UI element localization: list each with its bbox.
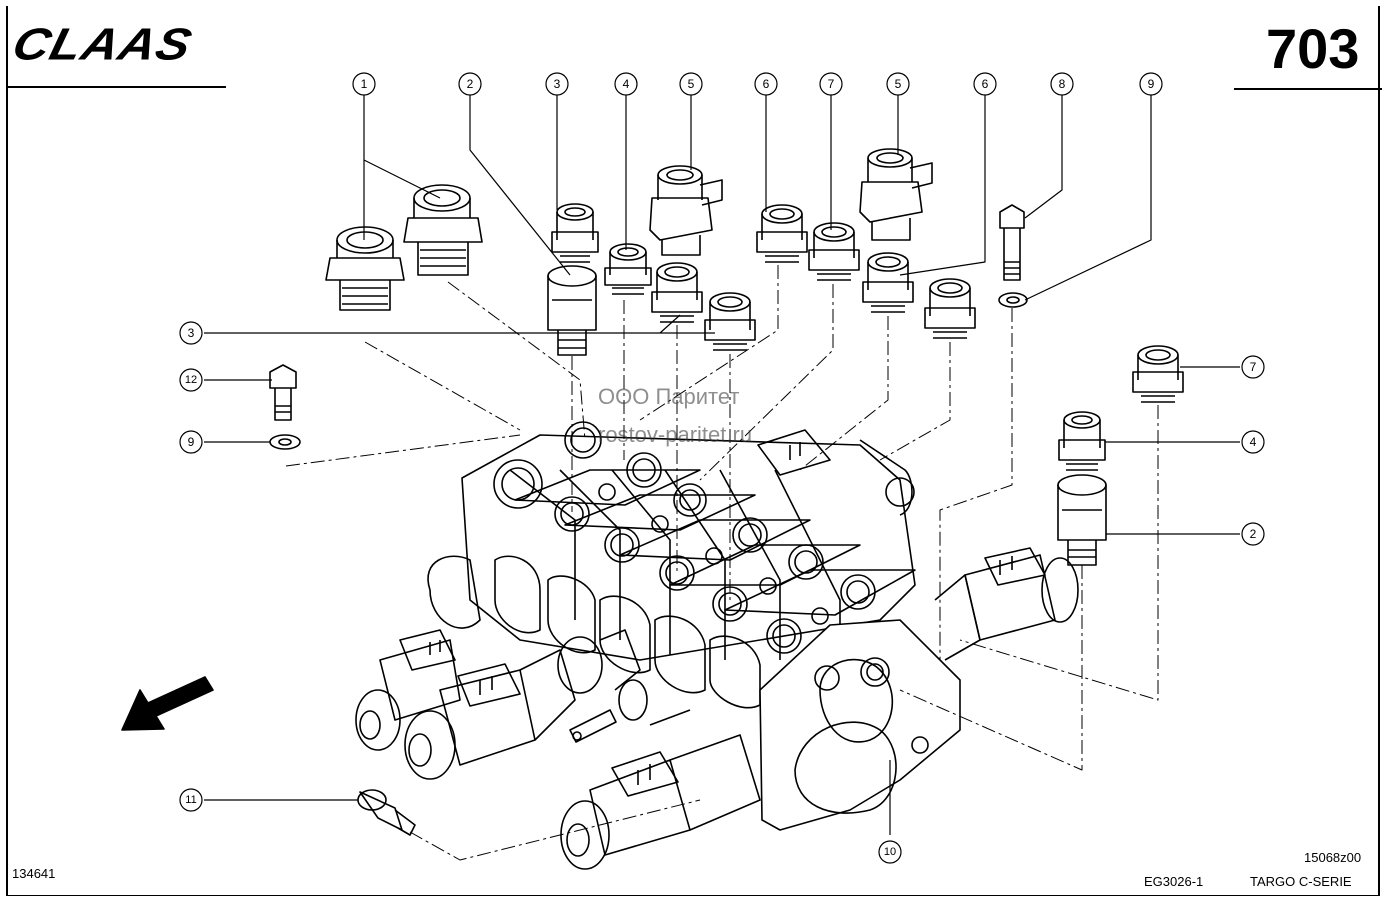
fitting-1b [403, 184, 483, 276]
cap-11 [357, 789, 416, 836]
assembly-lines [285, 265, 1159, 861]
callout-circles [179, 72, 1265, 864]
fitting-6a [756, 204, 808, 263]
callout-9-left: 9 [188, 435, 195, 449]
fitting-5b [859, 148, 933, 241]
fitting-7b [1132, 345, 1184, 403]
callout-6b: 6 [982, 77, 989, 91]
callout-4-right: 4 [1250, 435, 1257, 449]
fitting-2r [1057, 474, 1107, 566]
solenoid-right [757, 429, 1079, 661]
watermark-site: rostov-paritet.ru [598, 422, 753, 447]
figure-code: 15068z00 [1304, 850, 1362, 865]
manual-lever [557, 629, 691, 743]
callout-3: 3 [554, 77, 561, 91]
brand-rule [8, 86, 226, 88]
fitting-3c [704, 292, 756, 351]
callout-12: 12 [185, 374, 197, 386]
callout-6a: 6 [763, 77, 770, 91]
callout-7-right: 7 [1250, 360, 1257, 374]
callout-8: 8 [1059, 77, 1066, 91]
watermark-company: ООО Паритет [598, 384, 740, 409]
series-label: TARGO C-SERIE [1250, 874, 1352, 889]
fitting-4r [1058, 411, 1106, 471]
solenoid-left-a [355, 629, 461, 751]
washer-9 [998, 292, 1028, 308]
washer-9-left [269, 434, 301, 450]
bolt-8 [999, 204, 1025, 281]
fitting-5a [649, 165, 723, 256]
callout-9: 9 [1148, 77, 1155, 91]
callout-5a: 5 [688, 77, 695, 91]
callout-1: 1 [361, 77, 368, 91]
bolt-12 [269, 364, 297, 421]
page-number-rule [1234, 88, 1382, 90]
solenoid-left-b [404, 649, 576, 780]
fitting-4 [604, 243, 652, 295]
fitting-1a [325, 226, 405, 311]
callout-10: 10 [884, 846, 896, 858]
drawing-code: EG3026-1 [1144, 874, 1204, 889]
callout-5b: 5 [895, 77, 902, 91]
callout-3-left: 3 [188, 326, 195, 340]
callout-11: 11 [185, 794, 196, 806]
fitting-7a [808, 222, 860, 281]
callout-4: 4 [623, 77, 630, 91]
callout-7: 7 [828, 77, 835, 91]
catalog-number: 134641 [12, 866, 56, 881]
fitting-3a [551, 203, 599, 263]
fitting-2 [547, 265, 597, 356]
direction-arrow [121, 676, 214, 731]
page-number: 703 [1266, 17, 1360, 80]
callout-2-right: 2 [1250, 527, 1257, 541]
fitting-3b [651, 262, 703, 323]
drawing-frame [6, 6, 1380, 896]
valve-block [427, 421, 961, 831]
solenoid-bottom [560, 734, 761, 870]
fitting-6c [924, 278, 976, 339]
callout-2: 2 [467, 77, 474, 91]
leader-lines [204, 95, 1240, 835]
fitting-6b [862, 252, 914, 313]
